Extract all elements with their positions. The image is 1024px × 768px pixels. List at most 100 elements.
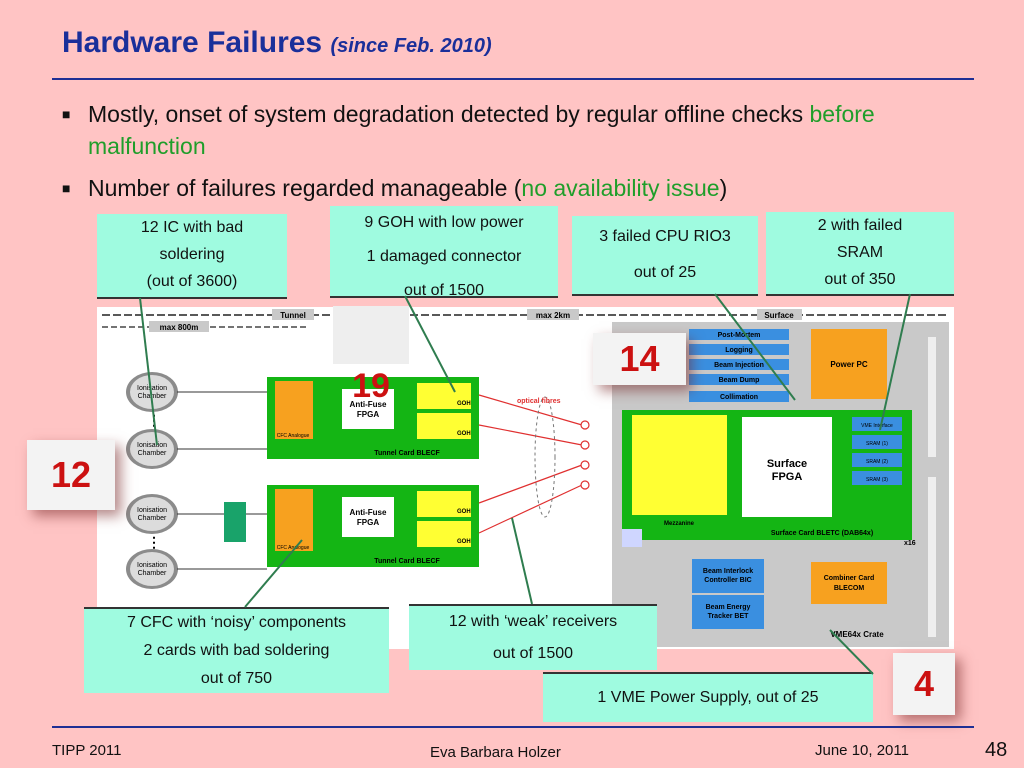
svg-text:VME Interface: VME Interface <box>861 423 893 429</box>
svg-text:FPGA: FPGA <box>357 518 379 527</box>
svg-text:Combiner Card: Combiner Card <box>824 575 875 582</box>
optical-fibres <box>478 394 583 534</box>
laptop-icon <box>622 529 642 547</box>
goh-underline <box>330 296 558 298</box>
svg-text:Chamber: Chamber <box>138 450 167 457</box>
svg-text:Anti-Fuse: Anti-Fuse <box>350 400 387 409</box>
svg-text:SRAM (2): SRAM (2) <box>866 459 888 465</box>
title-main: Hardware Failures <box>62 26 323 59</box>
power-box <box>224 502 246 542</box>
cpu-underline <box>572 294 758 296</box>
annotation-receivers: 12 with ‘weak’ receivers out of 1500 <box>409 604 657 670</box>
receivers-line-2: out of 1500 <box>492 645 574 662</box>
svg-text:FPGA: FPGA <box>772 471 803 483</box>
max800m-label: max 800m <box>160 323 199 332</box>
goh-line-3: out of 1500 <box>403 282 485 299</box>
svg-text:GOH: GOH <box>457 509 471 515</box>
svg-text:Ionisation: Ionisation <box>137 385 167 392</box>
svg-text:SRAM (1): SRAM (1) <box>866 441 888 447</box>
power-pc-box <box>811 329 887 399</box>
svg-text:Chamber: Chamber <box>138 515 167 522</box>
svg-text:FPGA: FPGA <box>357 410 379 419</box>
surface-card: Mezzanine Surface FPGA VME Interface SRA… <box>622 410 912 540</box>
svg-text:Beam Injection: Beam Injection <box>714 362 764 369</box>
bullet-square-icon: ■ <box>62 106 71 122</box>
badge-19: 19 <box>333 306 409 405</box>
svg-text:Tracker BET: Tracker BET <box>708 613 750 620</box>
svg-text:Chamber: Chamber <box>138 570 167 577</box>
combiner-box <box>811 562 887 604</box>
tunnel-card-2: CFC Analogue Anti-Fuse FPGA GOH GOH Tunn… <box>267 485 479 567</box>
ic-underline <box>97 297 287 299</box>
cfc-line-2: 2 cards with bad soldering <box>143 642 330 659</box>
footer-conference: TIPP 2011 <box>52 742 122 759</box>
svg-text:Beam Energy: Beam Energy <box>706 604 751 611</box>
svg-text:GOH: GOH <box>457 401 471 407</box>
svg-text:Beam Dump: Beam Dump <box>719 377 760 384</box>
badge-14: 14 <box>593 333 686 385</box>
svg-text:Ionisation: Ionisation <box>137 442 167 449</box>
max2km-label-box <box>527 309 579 320</box>
svg-text:Anti-Fuse: Anti-Fuse <box>350 508 387 517</box>
bet-box <box>692 595 764 629</box>
bic-box <box>692 559 764 593</box>
footer-author: Eva Barbara Holzer <box>430 744 561 761</box>
power-pc-label: Power PC <box>830 360 868 369</box>
cpu-line-1: 3 failed CPU RIO3 <box>599 228 731 245</box>
annotation-goh: 9 GOH with low power 1 damaged connector… <box>330 206 558 299</box>
cfc-overline <box>84 607 389 609</box>
annotation-cfc: 7 CFC with ‘noisy’ components 2 cards wi… <box>84 607 389 693</box>
surface-label-box <box>757 309 802 320</box>
footer-divider <box>52 726 974 728</box>
goh-line-2: 1 damaged connector <box>366 248 522 265</box>
sram-line-3: out of 350 <box>824 271 896 288</box>
max2km-label: max 2km <box>536 311 570 320</box>
page-number: 48 <box>985 739 1008 761</box>
bullet-square-icon: ■ <box>62 180 71 196</box>
system-diagram: Tunnel max 2km Surface max 800m Ionisati… <box>97 307 954 649</box>
svg-text:Logging: Logging <box>725 347 753 354</box>
svg-text:Ionisation: Ionisation <box>137 562 167 569</box>
vme-overline <box>543 672 873 674</box>
svg-text:GOH: GOH <box>457 539 471 545</box>
vme-line-1: 1 VME Power Supply, out of 25 <box>597 689 819 706</box>
max800m-label-box <box>149 321 209 332</box>
ic-line-2: soldering <box>159 246 225 263</box>
svg-text:CFC Analogue: CFC Analogue <box>277 545 310 551</box>
tunnel-label: Tunnel <box>280 311 306 320</box>
svg-text:Post-Mortem: Post-Mortem <box>718 332 761 339</box>
surface-card-label: Surface Card BLETC (DAB64x) <box>771 530 873 537</box>
bullet-2-suffix: ) <box>719 175 728 201</box>
bullet-2: ■ Number of failures regarded manageable… <box>62 172 922 204</box>
svg-text:Collimation: Collimation <box>720 394 758 401</box>
svg-text:Surface: Surface <box>767 458 807 470</box>
bullet-2-text: Number of failures regarded manageable ( <box>88 175 522 201</box>
title-sub: (since Feb. 2010) <box>330 35 492 57</box>
vme-crate-label: VME64x Crate <box>830 630 884 639</box>
cfc-line-3: out of 750 <box>200 670 273 687</box>
receivers-line-1: 12 with ‘weak’ receivers <box>448 613 618 630</box>
sram-line-2: SRAM <box>836 244 884 261</box>
svg-text:Tunnel Card BLECF: Tunnel Card BLECF <box>374 450 440 457</box>
svg-text:Controller BIC: Controller BIC <box>704 577 751 584</box>
surface-label: Surface <box>764 311 794 320</box>
tunnel-card-1: CFC Analogue Anti-Fuse FPGA GOH GOH Tunn… <box>267 377 479 459</box>
optical-fibres-label: optical fibres <box>517 398 561 405</box>
svg-text:Beam Interlock: Beam Interlock <box>703 568 753 575</box>
annotation-cpu: 3 failed CPU RIO3 out of 25 <box>572 216 758 294</box>
bullet-2-highlight: no availability issue <box>521 175 720 201</box>
bullet-1: ■ Mostly, onset of system degradation de… <box>62 98 922 162</box>
x16-label: x16 <box>904 540 916 547</box>
tunnel-label-box <box>272 309 314 320</box>
footer-date: June 10, 2011 <box>815 742 909 759</box>
cfc-line-1: 7 CFC with ‘noisy’ components <box>126 614 347 631</box>
annotation-vme: 1 VME Power Supply, out of 25 <box>543 674 873 722</box>
ic-line-3: (out of 3600) <box>146 273 238 290</box>
title-divider <box>52 78 974 80</box>
slide-title: Hardware Failures (since Feb. 2010) <box>62 26 492 60</box>
sram-underline <box>766 294 954 296</box>
